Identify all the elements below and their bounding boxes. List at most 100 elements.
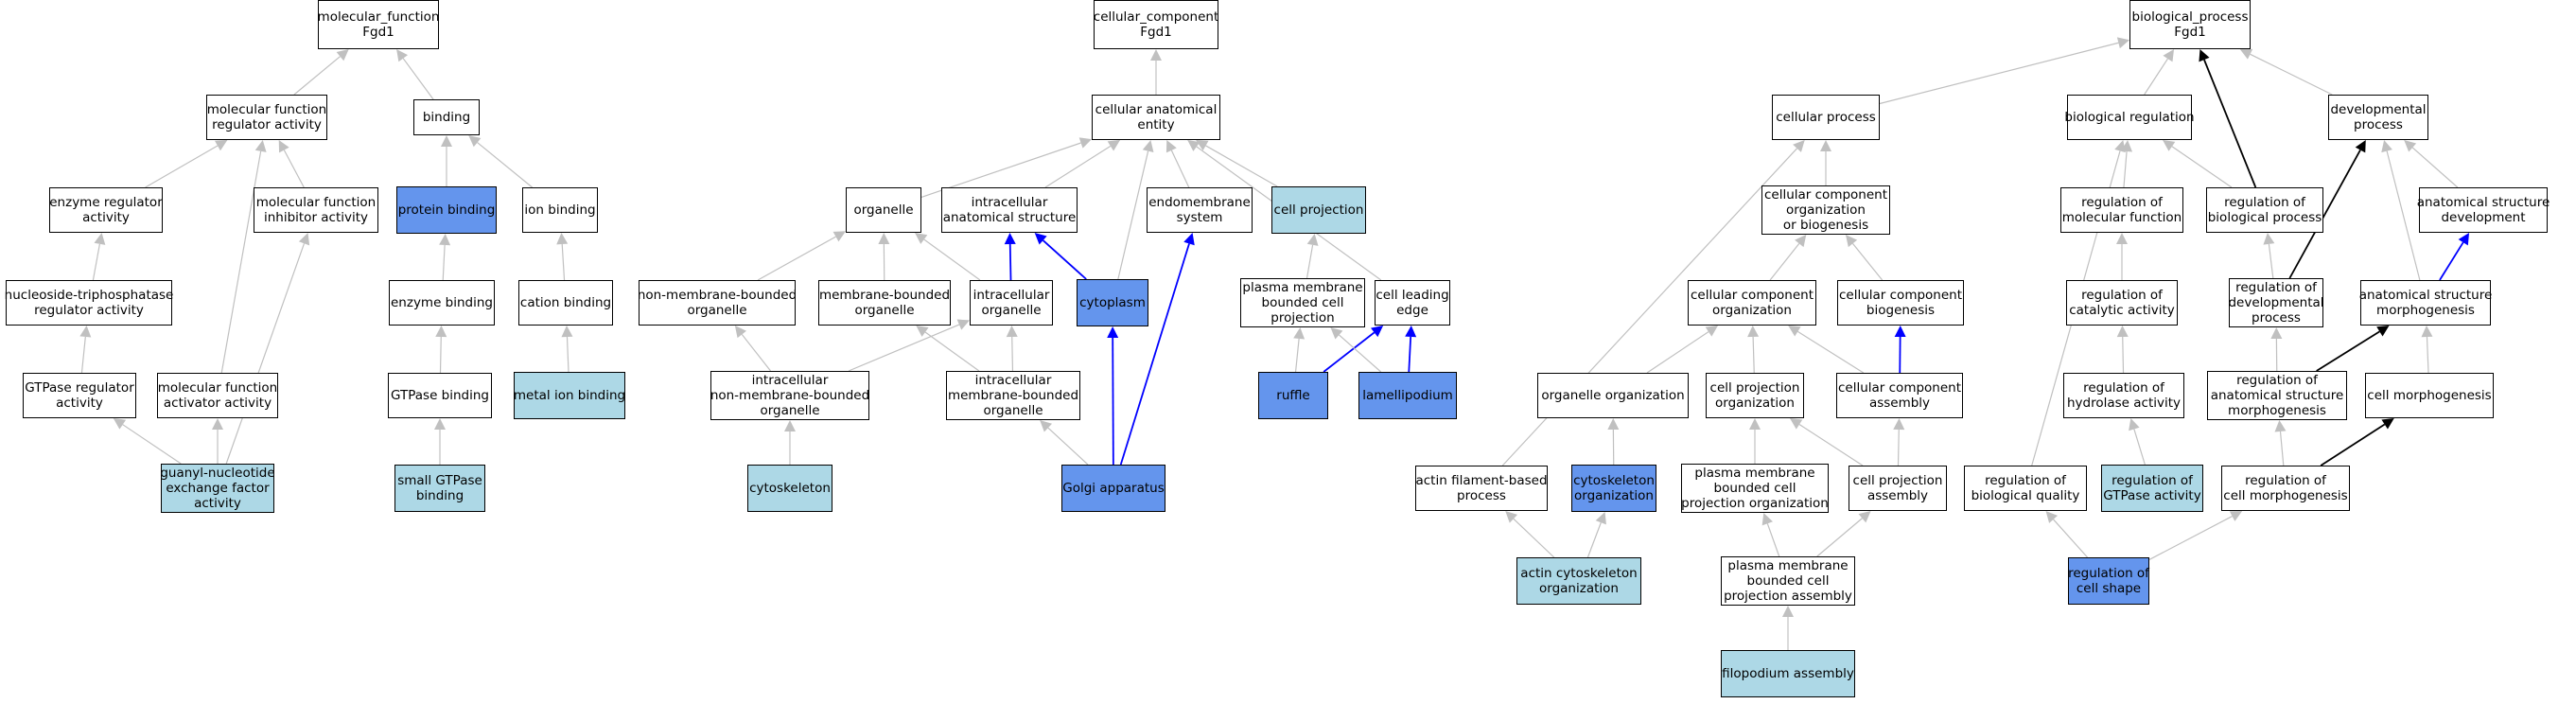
edge-arrowhead: [2381, 140, 2392, 153]
is-a-edge: [1769, 243, 1800, 281]
node-label-line: actin filament-based: [1415, 473, 1548, 488]
node-label-line: edge: [1396, 303, 1428, 318]
is-a-edge: [225, 243, 306, 465]
is-a-edge: [2144, 58, 2168, 96]
go-term-node[interactable]: enzyme binding: [389, 280, 495, 326]
go-term-node[interactable]: filopodium assembly: [1721, 650, 1855, 697]
node-label-line: anatomical structure: [2210, 388, 2344, 403]
edge-arrowhead: [79, 326, 92, 338]
node-label-line: exchange factor: [166, 481, 270, 496]
is-a-edge: [220, 150, 262, 374]
node-label-line: bounded cell: [1713, 481, 1796, 496]
edge-arrowhead: [1078, 137, 1092, 149]
go-term-node[interactable]: cell morphogenesis: [2365, 373, 2494, 418]
node-label-line: cell projection: [1852, 473, 1943, 488]
go-term-node[interactable]: protein binding: [396, 186, 497, 234]
go-term-node[interactable]: Golgi apparatus: [1061, 465, 1165, 512]
node-label-line: cell projection: [1273, 202, 1364, 218]
edge-arrowhead: [441, 135, 452, 147]
go-term-node[interactable]: organelle organization: [1537, 373, 1689, 418]
go-term-node[interactable]: biological regulation: [2064, 95, 2195, 140]
go-term-node[interactable]: metal ion binding: [514, 372, 625, 419]
is-a-edge: [92, 243, 101, 281]
node-label-line: binding: [422, 110, 471, 125]
go-term-node[interactable]: cell projection: [1271, 186, 1366, 234]
is-a-edge: [293, 56, 341, 96]
node-label-line: regulation of: [2112, 473, 2193, 488]
node-label-line: intracellular: [751, 373, 829, 388]
node-label-line: biological process: [2207, 210, 2322, 225]
node-label-line: regulation of: [1985, 473, 2066, 488]
go-term-node[interactable]: cation binding: [518, 280, 613, 326]
edge-arrowhead: [832, 231, 846, 242]
go-term-node[interactable]: cellular process: [1772, 95, 1880, 140]
go-term-node[interactable]: lamellipodium: [1358, 372, 1457, 419]
node-label-line: system: [1176, 210, 1223, 225]
edge-arrowhead: [298, 233, 310, 246]
edge-arrowhead: [1183, 233, 1195, 246]
go-term-node[interactable]: GTPase binding: [388, 373, 492, 418]
is-a-edge: [1043, 239, 1087, 280]
is-a-edge: [757, 236, 836, 281]
edge-arrowhead: [2163, 140, 2176, 151]
is-a-edge: [145, 145, 219, 188]
node-label-line: cell morphogenesis: [2367, 388, 2492, 403]
node-label-line: assembly: [1866, 488, 1929, 503]
node-label-line: Fgd1: [2174, 25, 2206, 40]
go-term-node[interactable]: cytoplasm: [1077, 279, 1148, 326]
go-term-node[interactable]: ruffle: [1258, 372, 1328, 419]
is-a-edge: [442, 244, 446, 281]
node-label-line: small GTPase: [397, 473, 482, 488]
go-term-node[interactable]: ion binding: [522, 187, 598, 233]
go-term-node[interactable]: cytoskeleton: [747, 465, 832, 512]
go-term-node[interactable]: organelle: [846, 187, 921, 233]
go-term-node[interactable]: binding: [413, 99, 480, 135]
edge-arrowhead: [1761, 513, 1773, 526]
